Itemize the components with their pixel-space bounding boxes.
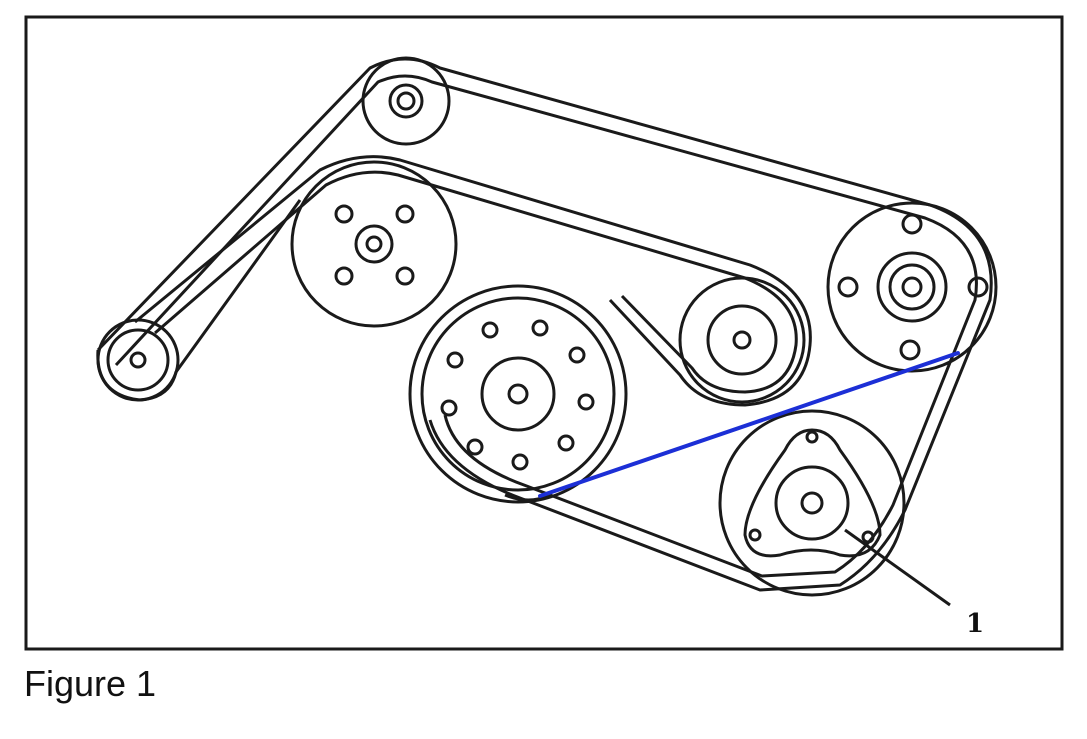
figure-caption: Figure 1	[24, 663, 157, 704]
frame	[24, 15, 1064, 651]
callout-leader	[844, 528, 951, 607]
callout-number: 1	[966, 609, 984, 639]
highlighted-belt-run	[538, 351, 960, 498]
upper-left-pulley	[290, 160, 458, 328]
left-tensioner-pulley	[96, 318, 180, 402]
top-idler-pulley	[361, 56, 451, 146]
right-pulley	[826, 201, 998, 373]
bottom-right-pulley	[718, 409, 906, 597]
crankshaft-pulley	[408, 284, 628, 504]
center-idler-pulley	[678, 276, 806, 404]
